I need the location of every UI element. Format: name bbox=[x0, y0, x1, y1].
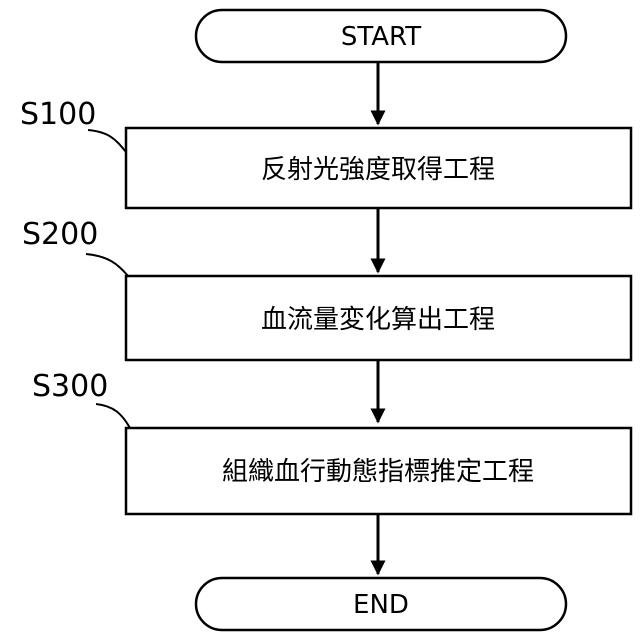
start-label: START bbox=[341, 22, 421, 52]
ref-s100: S100 bbox=[20, 97, 96, 132]
leader-s300 bbox=[96, 404, 130, 428]
step-s100-label: 反射光強度取得工程 bbox=[261, 155, 495, 185]
step-s100: 反射光強度取得工程 bbox=[126, 128, 631, 208]
end-label: END bbox=[353, 590, 409, 620]
leader-s100 bbox=[88, 130, 126, 152]
step-s300-label: 組織血行動態指標推定工程 bbox=[222, 457, 534, 487]
start-terminal: START bbox=[196, 10, 566, 62]
ref-s200: S200 bbox=[22, 217, 98, 252]
step-s200: 血流量変化算出工程 bbox=[126, 276, 631, 360]
end-terminal: END bbox=[196, 578, 566, 630]
ref-s300: S300 bbox=[32, 369, 108, 404]
leader-s200 bbox=[86, 254, 128, 276]
step-s300: 組織血行動態指標推定工程 bbox=[126, 428, 631, 514]
step-s200-label: 血流量変化算出工程 bbox=[261, 305, 495, 335]
